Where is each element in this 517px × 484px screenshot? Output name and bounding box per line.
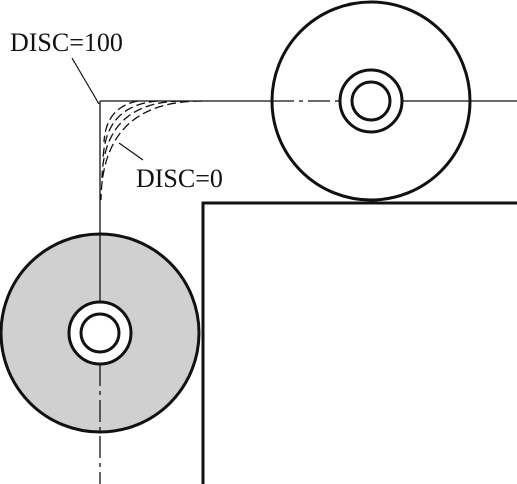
lower-disc — [0, 232, 201, 484]
upper-disc-hub-inner — [350, 80, 392, 122]
leader-disc-max — [71, 57, 100, 105]
disc-arc-3 — [102, 100, 159, 161]
lower-disc-hub-inner — [79, 312, 121, 354]
upper-disc — [270, 0, 517, 202]
disc-arc-4 — [103, 100, 139, 143]
label-disc-min: DISC=0 — [136, 164, 223, 193]
leader-disc-min — [118, 142, 144, 161]
disc-arc-1 — [100, 100, 203, 201]
disc-arc-2 — [101, 100, 181, 179]
workpiece-outline — [201, 201, 517, 484]
label-disc-max: DISC=100 — [10, 28, 123, 57]
